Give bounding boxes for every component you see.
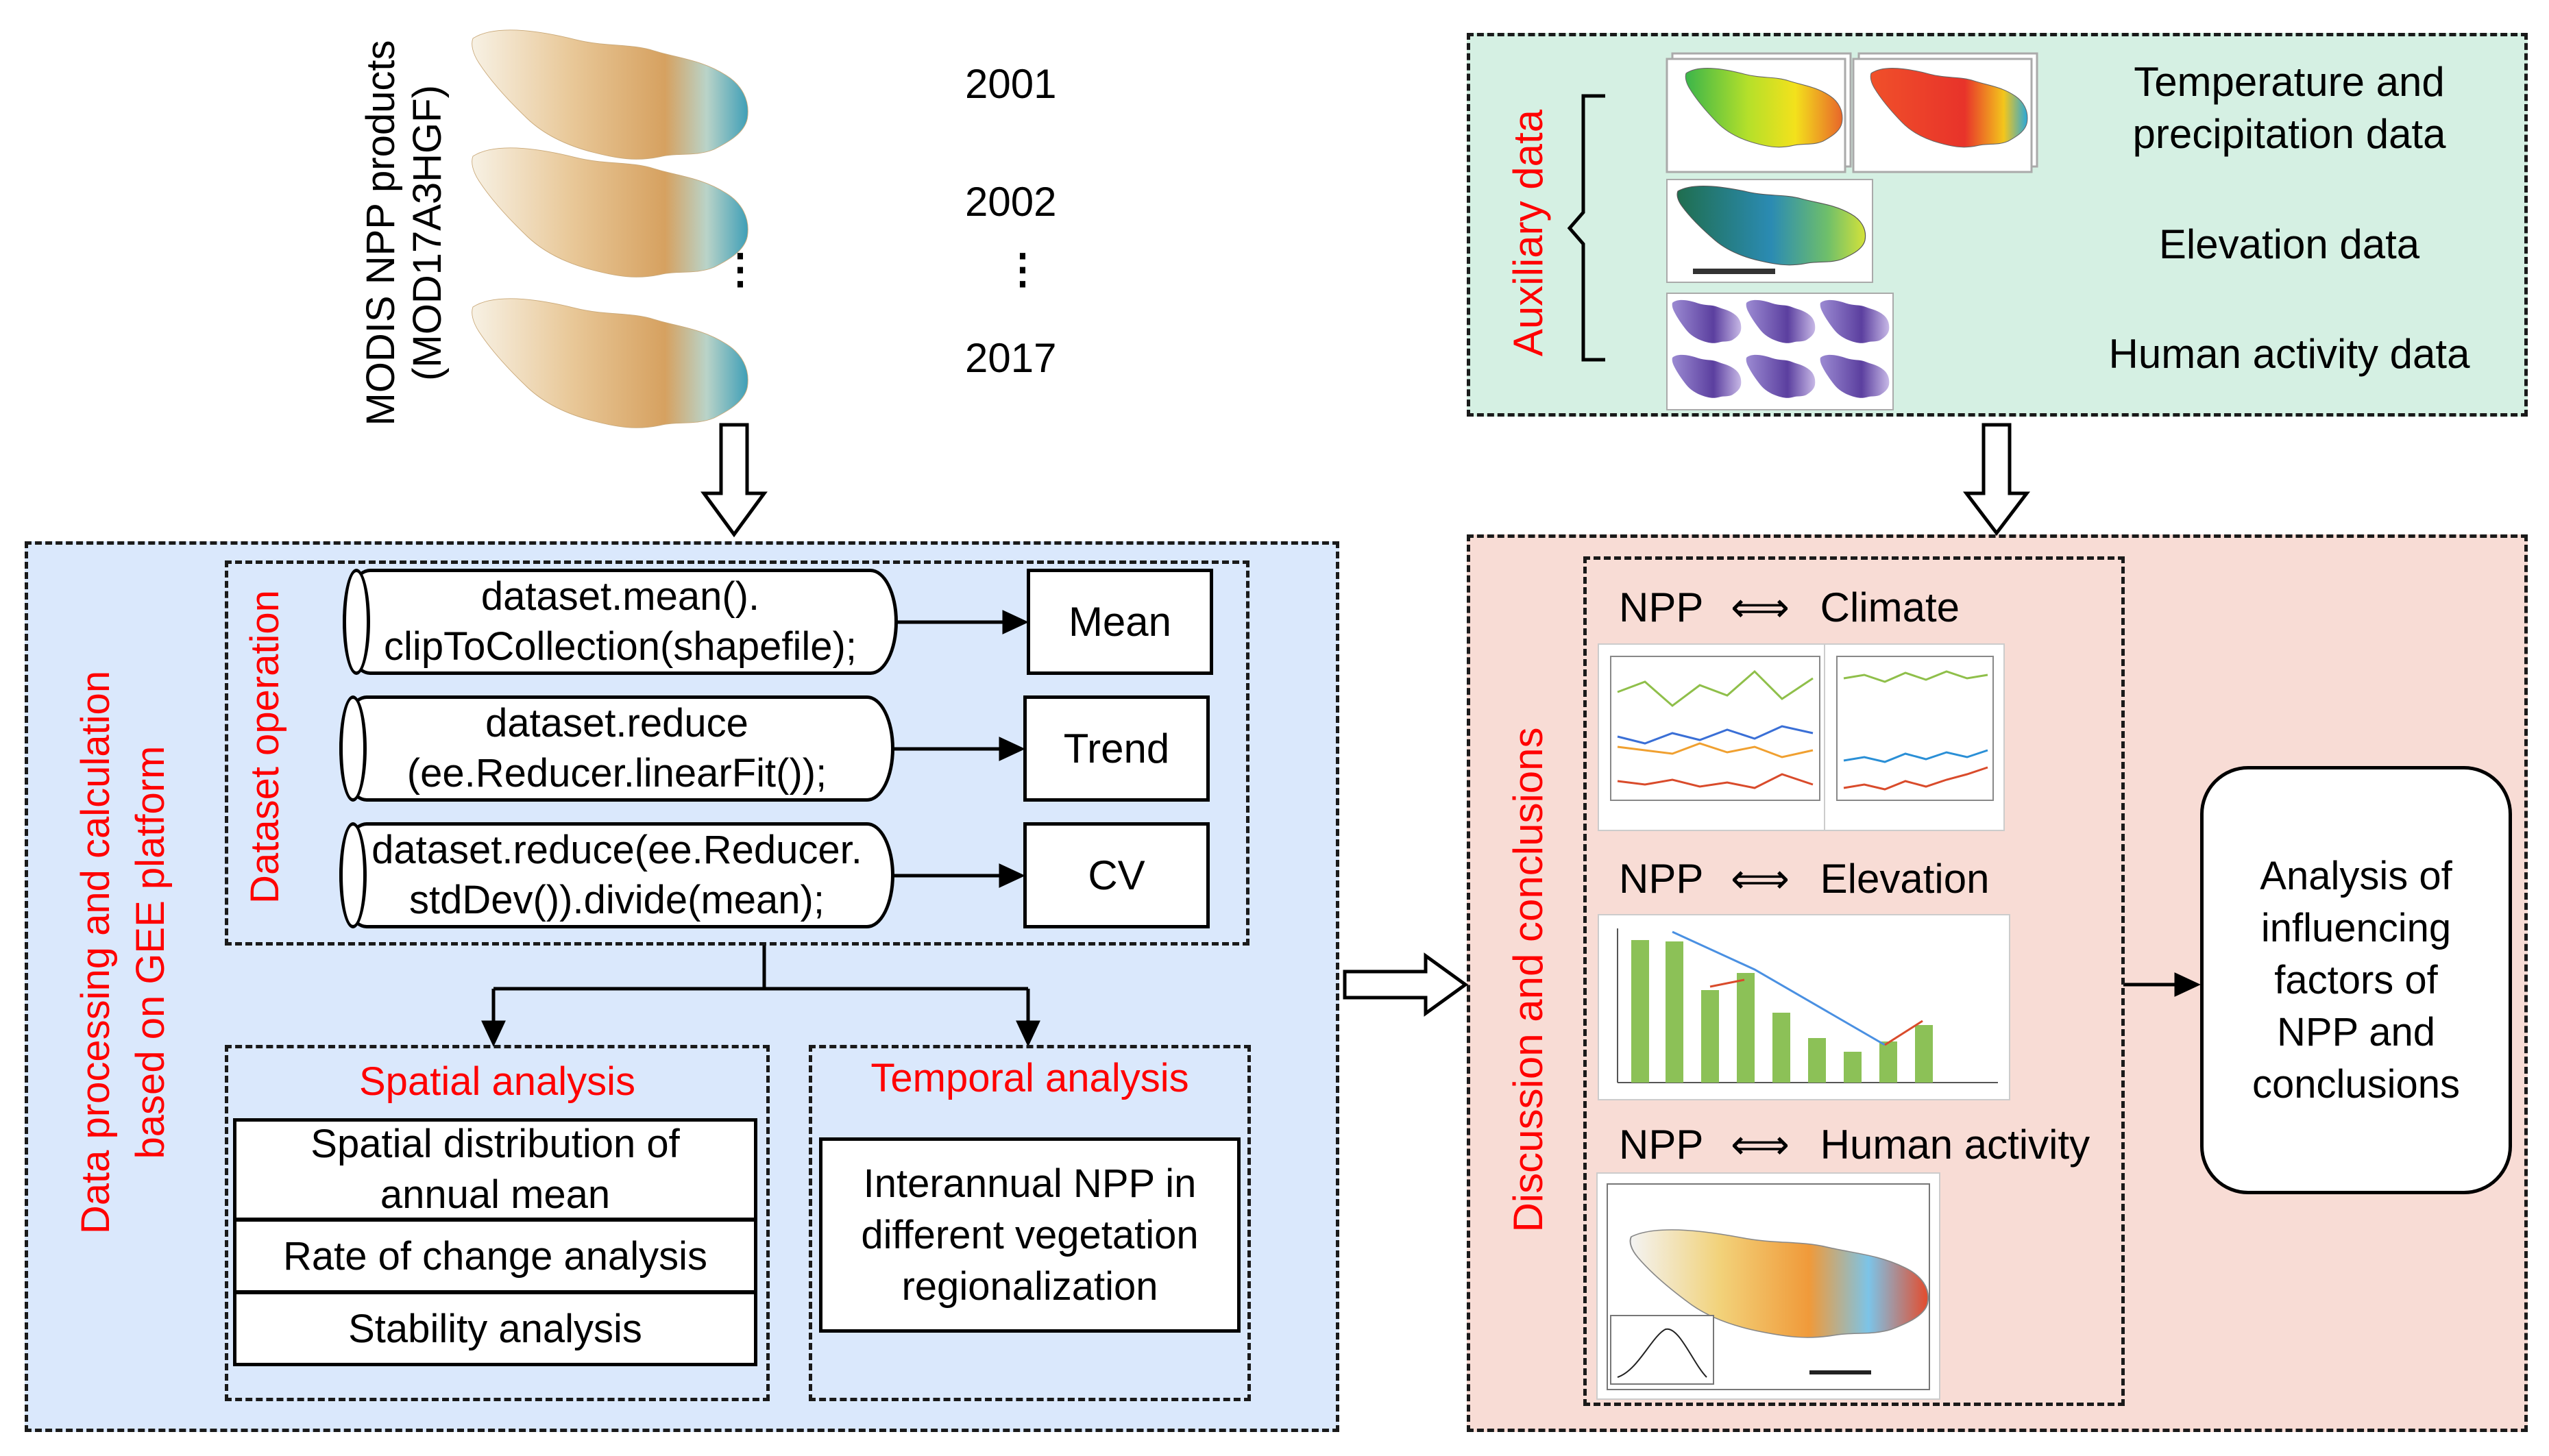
operation-cv-cylinder: dataset.reduce(ee.Reducer. stdDev()).divi…	[339, 822, 894, 928]
result-cv-box: CV	[1023, 822, 1210, 928]
spatial-analysis-title: Spatial analysis	[359, 1059, 635, 1104]
ellipsis-maps: ⋮	[720, 246, 761, 292]
relation-human-activity-arrow: ⟺	[1730, 1122, 1790, 1168]
relation-climate-left: NPP	[1619, 584, 1703, 630]
operation-mean-code-line2: clipToCollection(shapefile);	[384, 624, 857, 669]
modis-map-2017	[472, 298, 748, 428]
result-trend-box: Trend	[1023, 695, 1210, 802]
spatial-item-stability: Stability analysis	[233, 1291, 757, 1366]
relation-elevation-arrow: ⟺	[1730, 856, 1790, 902]
arrow-auxiliary-to-discussion	[1962, 423, 2031, 536]
operation-cv-code-line1: dataset.reduce(ee.Reducer.	[371, 828, 862, 872]
year-2001: 2001	[965, 61, 1057, 107]
modis-map-2001	[472, 29, 748, 160]
auxiliary-item-elevation: Elevation data	[2158, 221, 2420, 267]
result-mean-box: Mean	[1027, 569, 1213, 675]
operation-mean-cylinder: dataset.mean(). clipToCollection(shapefil…	[343, 569, 898, 675]
arrow-processing-to-discussion	[1343, 952, 1469, 1017]
operation-mean-code-line1: dataset.mean().	[480, 574, 760, 619]
ellipsis-years: ⋮	[1002, 246, 1043, 292]
dataset-operation-group	[225, 560, 1249, 946]
arrow-modis-to-processing	[700, 423, 768, 538]
operation-trend-code-line1: dataset.reduce	[485, 701, 748, 745]
relation-human-activity-right: Human activity	[1820, 1122, 2090, 1168]
relation-elevation-left: NPP	[1619, 856, 1703, 902]
operation-trend-code-line2: (ee.Reducer.linearFit());	[406, 750, 827, 795]
relation-climate: NPP ⟺ Climate	[1619, 584, 1960, 632]
spatial-item-annual-mean: Spatial distribution of annual mean	[233, 1118, 757, 1221]
relation-human-activity: NPP ⟺ Human activity	[1619, 1121, 2090, 1169]
relation-elevation: NPP ⟺ Elevation	[1619, 855, 1989, 903]
processing-title-line2: based on GEE platform	[128, 745, 173, 1159]
year-2017: 2017	[965, 335, 1057, 381]
conclusion-box: Analysis of influencing factors of NPP a…	[2200, 766, 2512, 1194]
relation-climate-arrow: ⟺	[1730, 584, 1790, 630]
relations-group	[1583, 556, 2125, 1406]
spatial-item-rate-of-change: Rate of change analysis	[233, 1218, 757, 1294]
spatial-analysis-group	[225, 1045, 770, 1401]
relation-climate-right: Climate	[1820, 584, 1960, 630]
modis-label-line2: (MOD17A3HGF)	[405, 85, 450, 381]
processing-title: Data processing and calculation based on…	[69, 624, 178, 1281]
relation-elevation-right: Elevation	[1820, 856, 1990, 902]
dataset-operation-label: Dataset operation	[243, 590, 287, 904]
operation-cv-code-line2: stdDev()).divide(mean);	[409, 877, 825, 922]
temporal-analysis-title: Temporal analysis	[870, 1056, 1189, 1100]
auxiliary-item-human-activity: Human activity data	[2108, 331, 2470, 377]
modis-label: MODIS NPP products (MOD17A3HGF)	[358, 21, 451, 445]
year-2002: 2002	[965, 179, 1057, 225]
operation-trend-cylinder: dataset.reduce (ee.Reducer.linearFit());	[339, 695, 894, 802]
discussion-label: Discussion and conclusions	[1505, 727, 1551, 1233]
temporal-analysis-group	[809, 1045, 1251, 1401]
relation-human-activity-left: NPP	[1619, 1122, 1703, 1168]
auxiliary-label: Auxiliary data	[1505, 109, 1551, 357]
modis-map-2002	[472, 147, 748, 277]
temporal-item-interannual: Interannual NPP in different vegetation …	[819, 1137, 1241, 1333]
modis-label-line1: MODIS NPP products	[358, 40, 403, 426]
auxiliary-item-temperature-precipitation: Temperature and precipitation data	[2132, 59, 2446, 157]
processing-title-line1: Data processing and calculation	[73, 670, 118, 1235]
